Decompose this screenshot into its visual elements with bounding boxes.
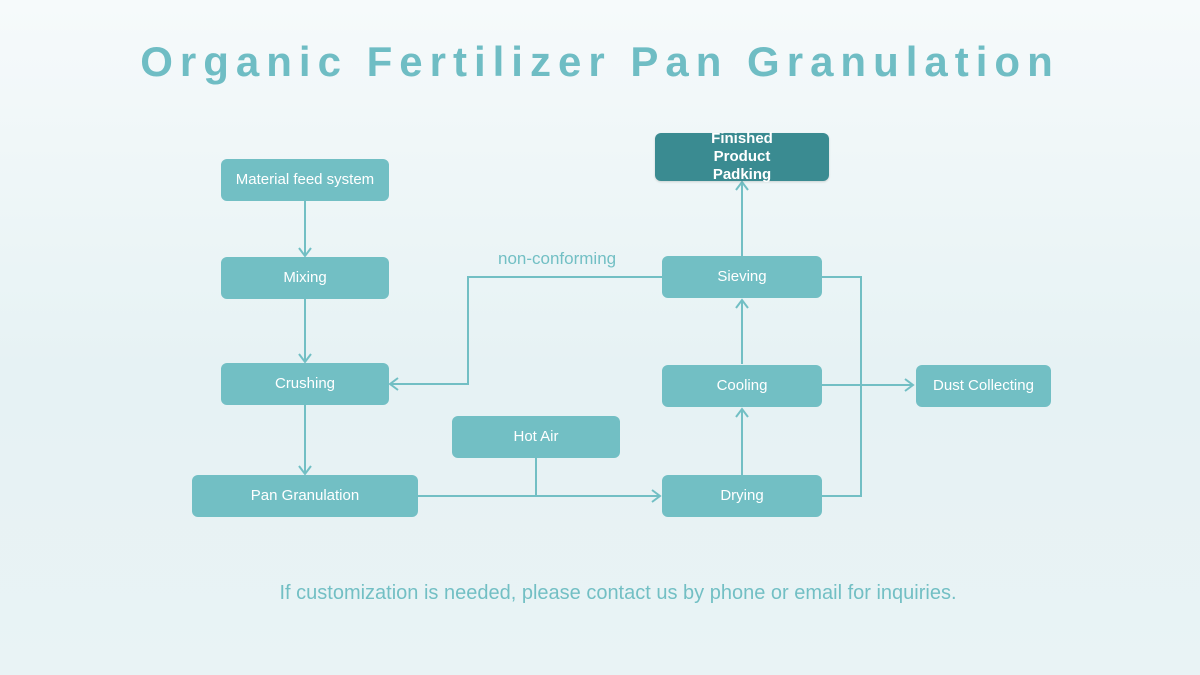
node-finished-product: Finished Product Padking	[655, 130, 829, 183]
arrowhead-cooling-to-dust	[904, 378, 915, 392]
node-drying: Drying	[662, 475, 822, 517]
node-material-feed: Material feed system	[221, 159, 389, 201]
node-pan-granulation: Pan Granulation	[192, 475, 418, 517]
arrowhead-drying-to-cooling	[735, 407, 749, 418]
arrowhead-sieving-to-crushing	[388, 377, 399, 391]
footer-contact-note: If customization is needed, please conta…	[279, 582, 957, 604]
node-cooling: Cooling	[662, 365, 822, 407]
node-dust-collecting: Dust Collecting	[916, 365, 1051, 407]
node-sieving: Sieving	[662, 256, 822, 298]
arrowhead-feed-to-mixing	[298, 247, 312, 258]
node-hot-air: Hot Air	[452, 416, 620, 458]
arrowhead-crushing-to-pan	[298, 465, 312, 476]
page-title: Organic Fertilizer Pan Granulation	[140, 38, 1060, 85]
arrowhead-cooling-to-sieving	[735, 298, 749, 309]
node-mixing: Mixing	[221, 257, 389, 299]
node-crushing: Crushing	[221, 363, 389, 405]
edge-label-non-conforming: non-conforming	[498, 249, 617, 268]
arrow-sieving-to-crushing	[390, 276, 662, 385]
arrowhead-mixing-to-crushing	[298, 353, 312, 364]
arrowhead-sieving-to-finished	[735, 180, 749, 191]
arrowhead-pan-to-drying	[651, 489, 662, 503]
line-sieving-to-dust-bus	[822, 276, 862, 497]
